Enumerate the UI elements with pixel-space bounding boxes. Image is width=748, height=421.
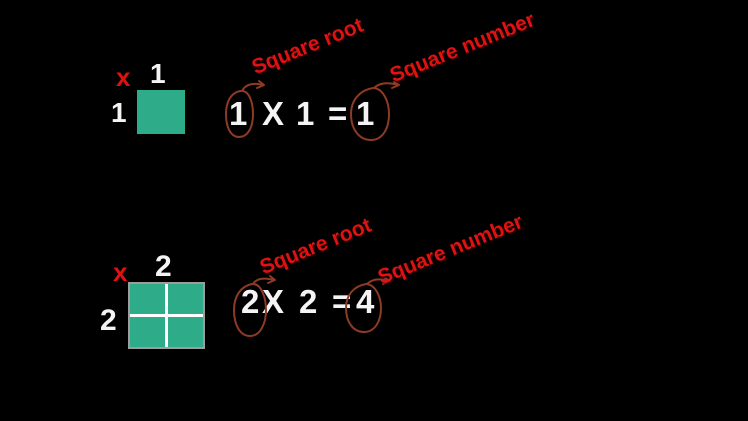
grid-cell xyxy=(168,317,203,347)
square-number-annotation: Square number xyxy=(386,8,539,88)
square-root-annotation: Square root xyxy=(248,13,367,80)
equation-equals-sign: = xyxy=(328,95,348,132)
left-dimension-label: 1 xyxy=(111,97,127,128)
grid-cell xyxy=(130,317,165,347)
grid-cell xyxy=(130,284,165,314)
grid-cell xyxy=(168,284,203,314)
hand-drawn-circle-square-number xyxy=(350,81,400,141)
equation-square-number-value: 1 xyxy=(356,95,375,132)
top-dimension-label: 1 xyxy=(150,58,166,89)
equation-factor-value: 1 xyxy=(296,95,315,132)
equation-square-root-value: 2 xyxy=(241,283,260,320)
equation-factor-value: 2 xyxy=(299,283,318,320)
unit-square-1x1 xyxy=(137,90,185,134)
quad-square-2x2 xyxy=(128,282,205,349)
hand-drawn-circle-square-root xyxy=(233,275,276,337)
multiply-sign-label: x xyxy=(113,257,128,287)
square-number-annotation: Square number xyxy=(374,210,527,290)
left-dimension-label: 2 xyxy=(100,304,117,337)
top-dimension-label: 2 xyxy=(155,250,172,283)
equation-square-root-value: 1 xyxy=(229,95,248,132)
hand-drawn-circle-square-root xyxy=(225,80,265,138)
equation-square-number-value: 4 xyxy=(356,283,375,320)
multiply-sign-label: x xyxy=(116,62,131,92)
equation-times-sign: X xyxy=(262,283,285,320)
square-root-annotation: Square root xyxy=(256,213,375,280)
hand-drawn-circle-square-number xyxy=(345,277,391,333)
equation-times-sign: X xyxy=(262,95,285,132)
